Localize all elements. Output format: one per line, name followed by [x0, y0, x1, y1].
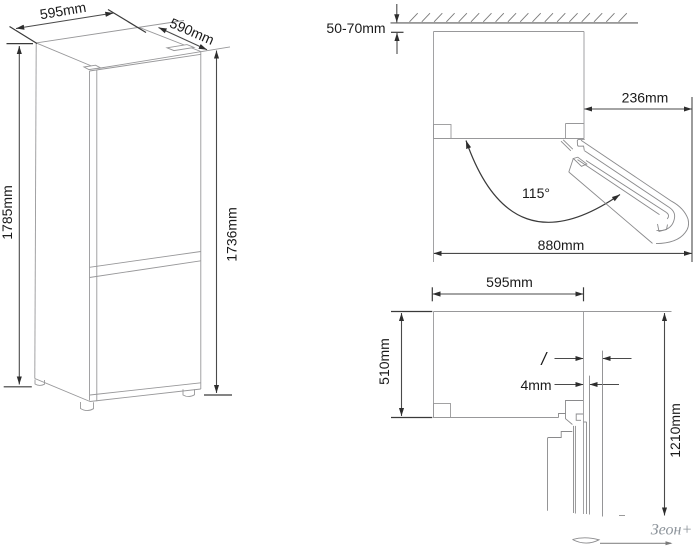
svg-text:/: / — [540, 349, 548, 369]
svg-text:1785mm: 1785mm — [0, 185, 15, 239]
svg-text:510mm: 510mm — [376, 338, 392, 385]
svg-text:880mm: 880mm — [538, 237, 585, 253]
svg-text:115°: 115° — [522, 185, 550, 201]
svg-text:Зеон+: Зеон+ — [651, 522, 693, 539]
svg-text:595mm: 595mm — [486, 274, 533, 290]
svg-text:4mm: 4mm — [520, 377, 551, 393]
svg-text:1210mm: 1210mm — [667, 403, 683, 457]
svg-text:50-70mm: 50-70mm — [326, 20, 385, 36]
svg-text:1736mm: 1736mm — [223, 207, 239, 261]
svg-text:236mm: 236mm — [622, 89, 669, 105]
